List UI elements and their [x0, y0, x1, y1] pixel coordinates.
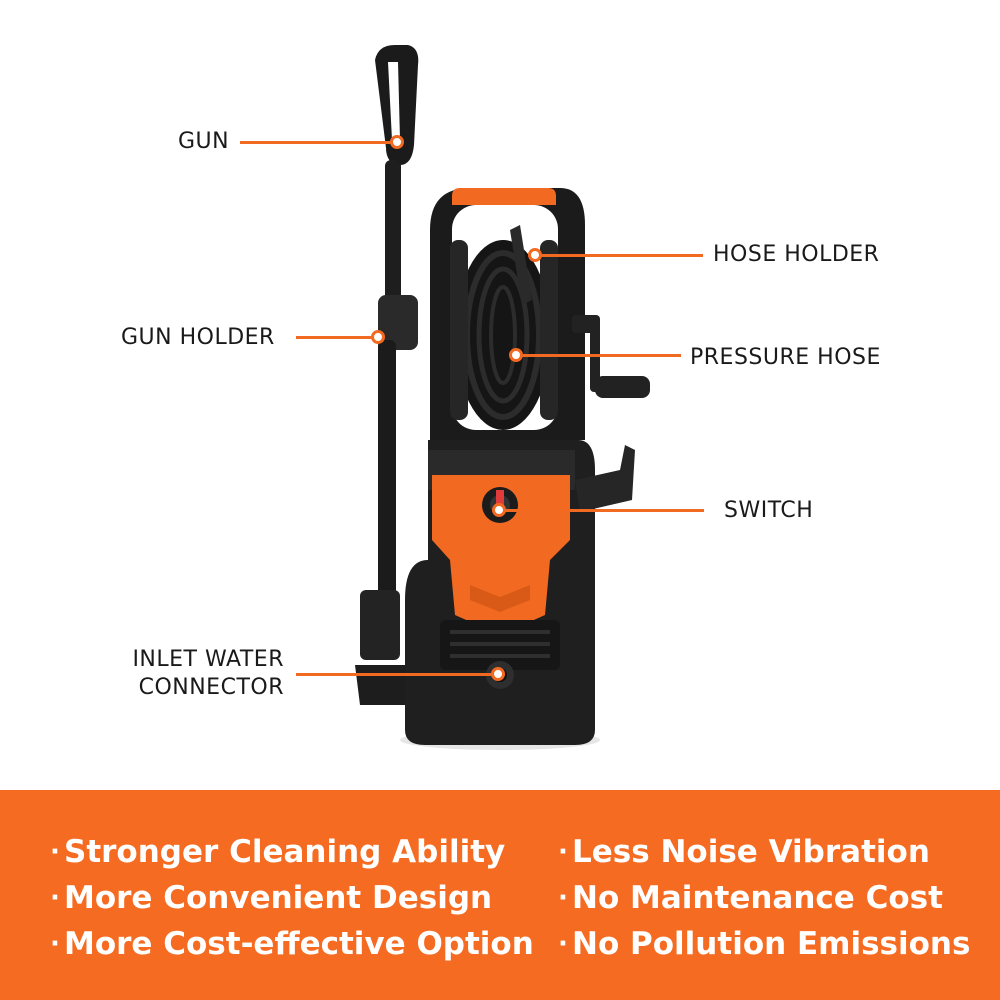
- label-inlet-line2: CONNECTOR: [138, 675, 284, 700]
- feature-text: Stronger Cleaning Ability: [64, 834, 506, 870]
- leader-line-gun: [240, 141, 395, 144]
- feature-left-1: ·Stronger Cleaning Ability: [50, 832, 505, 872]
- feature-right-2: ·No Maintenance Cost: [558, 878, 943, 918]
- feature-left-3: ·More Cost-effective Option: [50, 924, 534, 964]
- bullet-icon: ·: [50, 837, 60, 867]
- leader-line-inlet: [296, 673, 496, 676]
- product-diagram: GUN GUN HOLDER INLET WATER CONNECTOR HOS…: [121, 45, 881, 750]
- label-switch: SWITCH: [724, 498, 814, 523]
- leader-line-pressure-hose: [521, 354, 681, 357]
- feature-text: No Maintenance Cost: [572, 880, 943, 916]
- bullet-icon: ·: [50, 883, 60, 913]
- feature-text: Less Noise Vibration: [572, 834, 930, 870]
- leader-line-hose-holder: [540, 254, 703, 257]
- leader-line-gun-holder: [296, 336, 376, 339]
- bullet-icon: ·: [558, 929, 568, 959]
- features-banner: ·Stronger Cleaning Ability ·More Conveni…: [0, 790, 1000, 1000]
- leader-line-switch: [504, 509, 704, 512]
- marker-dot-inlet: [491, 667, 505, 681]
- bullet-icon: ·: [558, 883, 568, 913]
- feature-right-3: ·No Pollution Emissions: [558, 924, 970, 964]
- label-gun: GUN: [178, 129, 230, 154]
- marker-dot-gun: [390, 135, 404, 149]
- label-inlet-line1: INLET WATER: [132, 647, 284, 672]
- feature-left-2: ·More Convenient Design: [50, 878, 492, 918]
- bullet-icon: ·: [50, 929, 60, 959]
- feature-text: No Pollution Emissions: [572, 926, 971, 962]
- feature-text: More Cost-effective Option: [64, 926, 534, 962]
- feature-right-1: ·Less Noise Vibration: [558, 832, 930, 872]
- feature-text: More Convenient Design: [64, 880, 493, 916]
- marker-dot-gun-holder: [371, 330, 385, 344]
- label-hose-holder: HOSE HOLDER: [713, 242, 880, 267]
- label-gun-holder: GUN HOLDER: [121, 325, 275, 350]
- bullet-icon: ·: [558, 837, 568, 867]
- pressure-washer-illustration: [355, 45, 650, 750]
- label-pressure-hose: PRESSURE HOSE: [690, 345, 881, 370]
